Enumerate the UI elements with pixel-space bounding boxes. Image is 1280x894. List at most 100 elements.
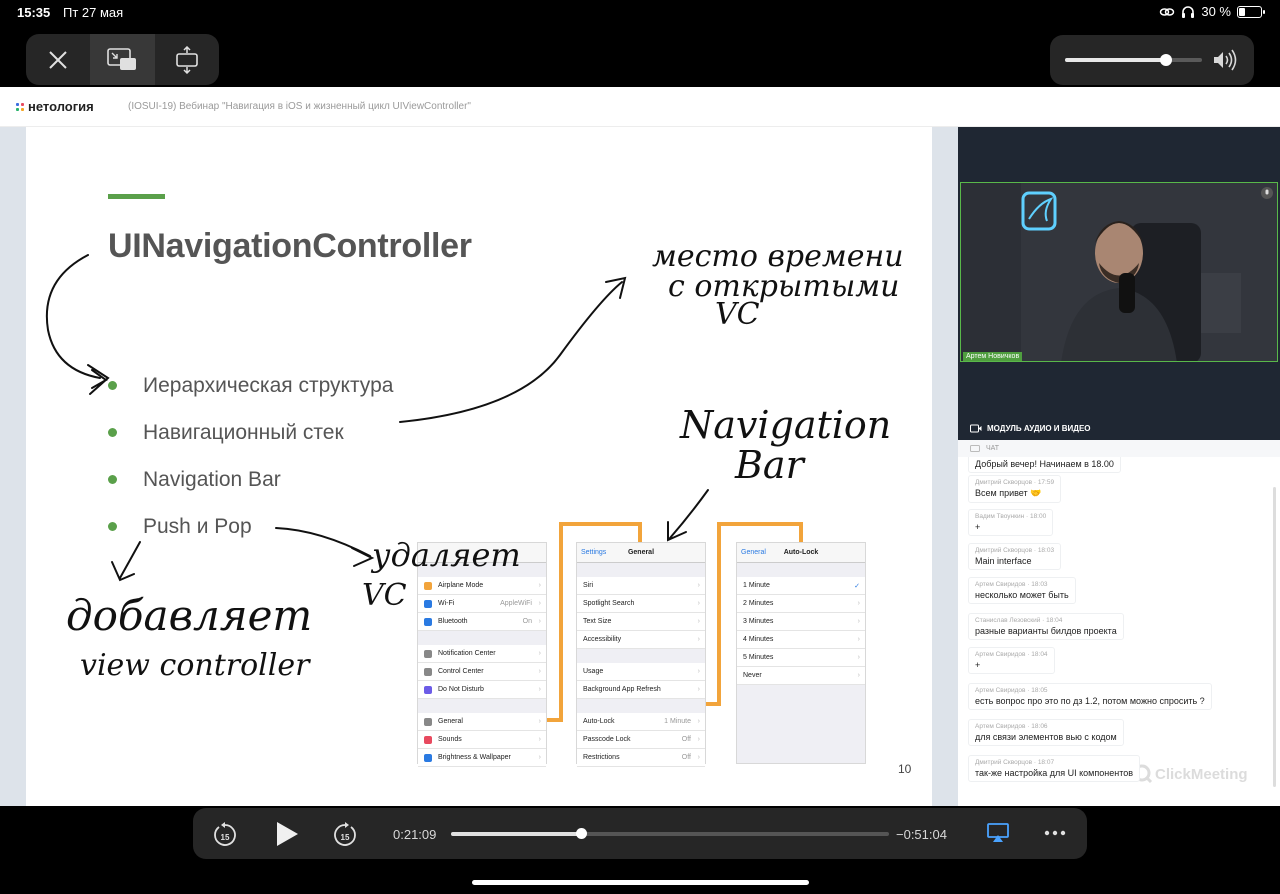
ios-settings-row[interactable]: 2 Minutes›: [737, 595, 865, 613]
ios-settings-row[interactable]: Airplane Mode›: [418, 577, 546, 595]
slide: UINavigationController Иерархическая стр…: [26, 127, 932, 806]
chat-text: разные варианты билдов проекта: [975, 626, 1117, 636]
ios-row-label: Control Center: [438, 668, 484, 675]
connector-line: [702, 702, 721, 706]
ios-settings-row[interactable]: Text Size›: [577, 613, 705, 631]
ios-row-label: 2 Minutes: [743, 600, 774, 607]
connector-line: [559, 522, 642, 526]
player-controls: 15 15 0:21:09 −0:51:04: [193, 808, 1087, 859]
ios-row-label: Do Not Disturb: [438, 686, 484, 693]
ios-row-label: General: [438, 718, 463, 725]
ios-settings-row[interactable]: 5 Minutes›: [737, 649, 865, 667]
ios-nav-title: General: [627, 549, 655, 556]
ios-settings-row[interactable]: Brightness & Wallpaper›: [418, 749, 546, 767]
chat-text: есть вопрос про это по дз 1.2, потом мож…: [975, 696, 1205, 706]
airplay-icon[interactable]: [987, 823, 1009, 843]
ios-settings-row[interactable]: 1 Minute✓: [737, 577, 865, 595]
battery-icon: [1237, 5, 1265, 18]
ios-settings-row[interactable]: Do Not Disturb›: [418, 681, 546, 699]
chevron-right-icon: ›: [857, 654, 860, 661]
ios-back-button[interactable]: Settings: [581, 549, 607, 556]
audio-video-module[interactable]: МОДУЛЬ АУДИО И ВИДЕО: [970, 424, 1091, 433]
resize-button[interactable]: [155, 34, 219, 85]
ios-settings-row[interactable]: Sounds›: [418, 731, 546, 749]
chat-message: Добрый вечер! Начинаем в 18.00: [968, 457, 1121, 473]
speaker-icon[interactable]: [1212, 49, 1240, 71]
play-icon[interactable]: [274, 820, 300, 848]
chat-message: Артем Свиридов · 18:03 несколько может бы…: [968, 577, 1076, 604]
ios-settings-row[interactable]: Usage›: [577, 663, 705, 681]
ios-settings-row[interactable]: Notification Center›: [418, 645, 546, 663]
close-button[interactable]: [26, 34, 90, 85]
chat-scrollbar[interactable]: [1273, 487, 1276, 787]
volume-slider[interactable]: [1065, 54, 1202, 66]
progress-knob[interactable]: [576, 828, 588, 839]
ios-row-label: Accessibility: [583, 636, 622, 643]
connector-line: [717, 522, 803, 526]
ios-row-label: Usage: [583, 668, 604, 675]
chevron-right-icon: ›: [857, 672, 860, 679]
skip-back-icon[interactable]: 15: [213, 821, 237, 847]
volume-knob[interactable]: [1160, 54, 1173, 66]
bullet-item: Навигационный стек: [108, 409, 393, 456]
ios-settings-row[interactable]: 3 Minutes›: [737, 613, 865, 631]
ios-row-label: Never: [743, 672, 762, 679]
setting-icon: [424, 753, 432, 762]
chat-text: несколько может быть: [975, 590, 1069, 600]
chat-author: Дмитрий Скворцов: [975, 759, 1033, 766]
brand-text: ClickMeeting: [1155, 765, 1248, 783]
home-indicator[interactable]: [472, 880, 809, 885]
chevron-right-icon: ›: [538, 668, 541, 675]
ios-settings-row[interactable]: Spotlight Search›: [577, 595, 705, 613]
ios-row-value: Off: [681, 754, 691, 761]
chat-message-meta: Артем Свиридов · 18:05: [975, 687, 1205, 694]
chat-message-meta: Артем Свиридов · 18:06: [975, 723, 1117, 730]
ios-back-button[interactable]: General: [741, 549, 766, 556]
connector-line: [799, 522, 803, 542]
meta-separator: ·: [1025, 723, 1032, 730]
progress-bar[interactable]: [451, 828, 889, 839]
meta-separator: ·: [1025, 581, 1032, 588]
chevron-right-icon: ›: [697, 718, 700, 725]
chat-message-meta: Артем Свиридов · 18:03: [975, 581, 1069, 588]
ios-row-label: Passcode Lock: [583, 736, 631, 743]
chevron-right-icon: ›: [538, 600, 541, 607]
chat-time: 18:04: [1031, 651, 1048, 658]
ios-settings-row[interactable]: General›: [418, 713, 546, 731]
ios-settings-row[interactable]: Never ›: [737, 667, 865, 685]
bullet-dot: [108, 428, 117, 437]
ios-row-value: AppleWiFi: [500, 600, 532, 607]
chevron-right-icon: ›: [697, 600, 700, 607]
skip-forward-icon[interactable]: 15: [333, 821, 357, 847]
chat-messages: ClickMeeting Добрый вечер! Начинаем в 18…: [958, 457, 1280, 806]
ios-settings-row[interactable]: Background App Refresh›: [577, 681, 705, 699]
ios-settings-row[interactable]: Wi-Fi AppleWiFi ›: [418, 595, 546, 613]
ios-settings-row[interactable]: Control Center ›: [418, 663, 546, 681]
chat-time: 18:03: [1037, 547, 1055, 554]
ios-row-label: Wi-Fi: [438, 600, 455, 607]
setting-icon: [424, 717, 432, 726]
more-icon[interactable]: [1044, 830, 1066, 836]
meta-separator: ·: [1025, 651, 1032, 658]
chat-author: Дмитрий Скворцов: [975, 547, 1033, 554]
ios-settings-row[interactable]: Accessibility›: [577, 631, 705, 649]
ios-settings-row[interactable]: Siri›: [577, 577, 705, 595]
slide-title: UINavigationController: [108, 227, 472, 265]
ios-row-value: 1 Minute: [664, 718, 691, 725]
picture-in-picture-button[interactable]: [90, 34, 155, 85]
speaker-video[interactable]: Артем Новичков: [960, 182, 1278, 362]
ios-settings-row[interactable]: 4 Minutes›: [737, 631, 865, 649]
setting-icon: [424, 667, 432, 676]
setting-icon: [424, 649, 432, 658]
meta-separator: ·: [1025, 687, 1032, 694]
chat-message: Артем Свиридов · 18:05 есть вопрос про эт…: [968, 683, 1212, 710]
ios-row-value: On: [522, 618, 532, 625]
